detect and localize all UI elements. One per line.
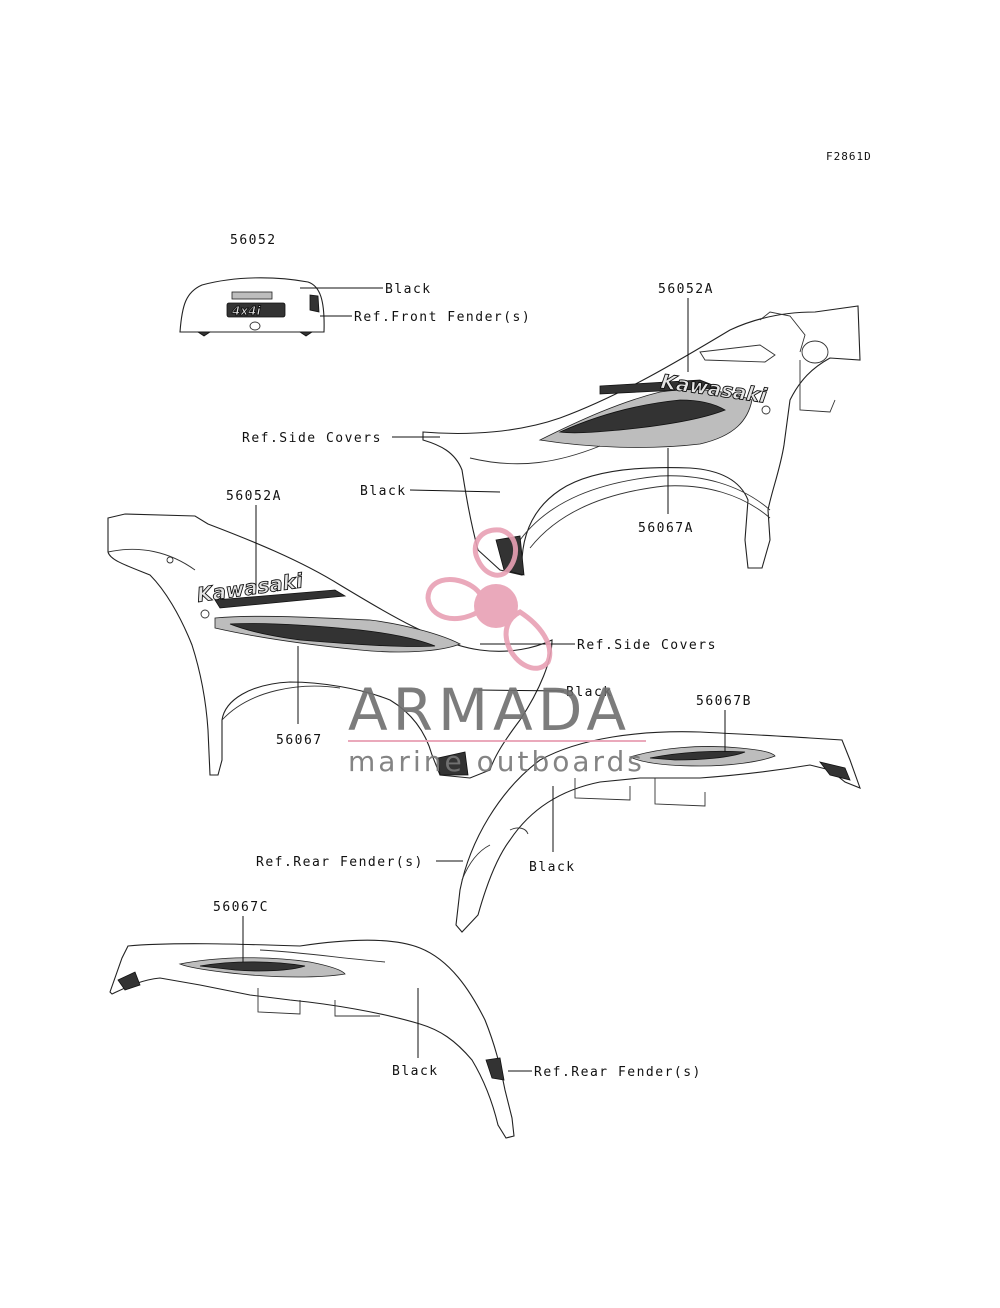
figure-code: F2861D — [826, 150, 872, 163]
watermark-title: ARMADA — [348, 676, 631, 744]
left-side-color-label: Black — [566, 685, 613, 700]
armada-watermark: ARMADA marine outboards — [348, 527, 646, 778]
right-side-ref-label: Ref.Side Covers — [242, 431, 382, 446]
watermark-subtitle: marine outboards — [348, 745, 645, 778]
front-decal-ref-label: Ref.Front Fender(s) — [354, 310, 531, 325]
front-decal-number: 56052 — [230, 233, 277, 248]
front-decal-color-label: Black — [385, 282, 432, 297]
right-side-color-label: Black — [360, 484, 407, 499]
left-rear-color-label: Black — [392, 1064, 439, 1079]
propeller-logo-icon — [425, 527, 553, 671]
right-side-decal-number: 56052A — [658, 282, 714, 297]
left-rear-decal-number: 56067C — [213, 900, 269, 915]
right-side-cover-decal[interactable]: Kawasaki — [422, 305, 861, 576]
left-side-cover-decal[interactable]: Kawasaki — [107, 513, 553, 779]
right-side-stripe-number: 56067A — [638, 521, 694, 536]
left-side-ref-label: Ref.Side Covers — [577, 638, 717, 653]
right-rear-decal-number: 56067B — [696, 694, 752, 709]
front-emblem-text: 4x4i — [231, 304, 261, 318]
left-side-decal-number: 56052A — [226, 489, 282, 504]
right-rear-color-label: Black — [529, 860, 576, 875]
right-rear-fender-decal[interactable] — [455, 731, 861, 933]
right-rear-ref-label: Ref.Rear Fender(s) — [256, 855, 424, 870]
left-rear-ref-label: Ref.Rear Fender(s) — [534, 1065, 702, 1080]
front-fender-decal[interactable]: 4x4i — [179, 277, 325, 337]
left-side-stripe-number: 56067 — [276, 733, 323, 748]
left-rear-fender-decal[interactable] — [109, 939, 515, 1139]
